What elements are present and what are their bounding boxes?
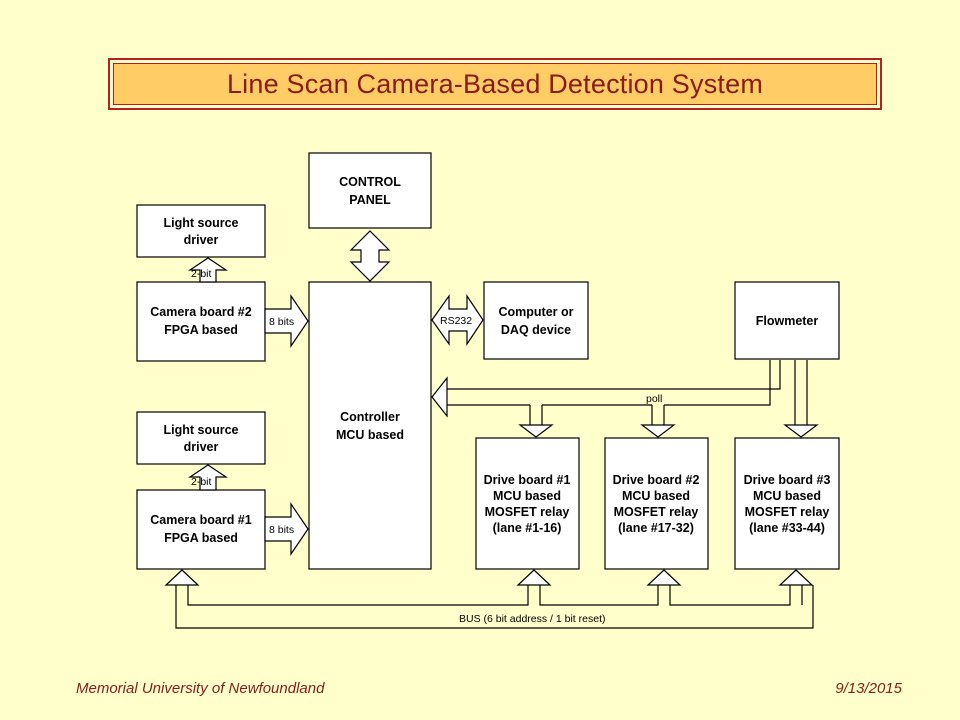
drive-board-3-label-1: Drive board #3	[744, 473, 831, 487]
control-panel-controller-arrow	[349, 230, 391, 282]
drive-board-1-block: Drive board #1 MCU based MOSFET relay (l…	[475, 437, 580, 570]
camera-board-2-block: Camera board #2 FPGA based	[136, 281, 266, 362]
drive-board-3-block: Drive board #3 MCU based MOSFET relay (l…	[734, 437, 840, 570]
rs232-arrow	[431, 294, 484, 346]
drive-board-2-label-1: Drive board #2	[613, 473, 700, 487]
footer-organization: Memorial University of Newfoundland	[76, 680, 325, 697]
bus-connector: BUS (6 bit address / 1 bit reset)	[164, 569, 814, 629]
controller-block: Controller MCU based	[308, 281, 432, 570]
camera-board-1-label-1: Camera board #1	[150, 513, 251, 527]
drive-board-3-label-3: MOSFET relay	[745, 505, 830, 519]
bus-label: BUS (6 bit address / 1 bit reset)	[459, 613, 605, 625]
eight-bits-top-arrow	[264, 294, 309, 348]
controller-label-2: MCU based	[336, 428, 404, 442]
light-source-driver-top-block: Light source driver	[136, 204, 266, 258]
drive-board-3-label-4: (lane #33-44)	[749, 521, 825, 535]
control-panel-label-2: PANEL	[349, 193, 391, 207]
control-panel-label-1: CONTROL	[339, 175, 401, 189]
drive-board-2-label-4: (lane #17-32)	[618, 521, 694, 535]
control-panel-block: CONTROL PANEL	[308, 152, 432, 229]
light-source-driver-bottom-block: Light source driver	[136, 411, 266, 465]
light-source-top-label-1: Light source	[163, 216, 238, 230]
eight-bits-bottom-label: 8 bits	[269, 524, 294, 536]
flowmeter-drive3-connector	[783, 360, 819, 438]
two-bit-top-arrow	[188, 257, 228, 283]
two-bit-top-label: 2-bit	[191, 268, 212, 280]
two-bit-bottom-arrow	[188, 464, 228, 491]
title-box: Line Scan Camera-Based Detection System	[108, 58, 882, 110]
poll-connector: poll	[431, 360, 781, 438]
camera-board-2-label-1: Camera board #2	[150, 305, 251, 319]
drive-board-2-block: Drive board #2 MCU based MOSFET relay (l…	[604, 437, 709, 570]
light-source-top-label-2: driver	[184, 233, 219, 247]
camera-board-1-label-2: FPGA based	[164, 531, 238, 545]
light-source-bottom-label-2: driver	[184, 440, 219, 454]
eight-bits-top-label: 8 bits	[269, 316, 294, 328]
drive-board-1-label-3: MOSFET relay	[485, 505, 570, 519]
controller-label-1: Controller	[340, 410, 400, 424]
footer-date: 9/13/2015	[835, 680, 902, 697]
flowmeter-label: Flowmeter	[756, 314, 819, 328]
poll-label: poll	[646, 393, 662, 405]
computer-daq-block: Computer or DAQ device	[483, 281, 589, 360]
camera-board-2-label-2: FPGA based	[164, 323, 238, 337]
light-source-bottom-label-1: Light source	[163, 423, 238, 437]
rs232-label: RS232	[440, 315, 472, 327]
drive-board-2-label-3: MOSFET relay	[614, 505, 699, 519]
drive-board-1-label-4: (lane #1-16)	[493, 521, 562, 535]
eight-bits-bottom-arrow	[264, 502, 309, 556]
drive-board-1-label-2: MCU based	[493, 489, 561, 503]
drive-board-2-label-2: MCU based	[622, 489, 690, 503]
computer-label-1: Computer or	[499, 305, 574, 319]
slide-title: Line Scan Camera-Based Detection System	[113, 63, 877, 105]
flowmeter-block: Flowmeter	[734, 281, 840, 360]
drive-board-3-label-2: MCU based	[753, 489, 821, 503]
drive-board-1-label-1: Drive board #1	[484, 473, 571, 487]
camera-board-1-block: Camera board #1 FPGA based	[136, 489, 266, 570]
two-bit-bottom-label: 2-bit	[191, 476, 212, 488]
computer-label-2: DAQ device	[501, 323, 571, 337]
